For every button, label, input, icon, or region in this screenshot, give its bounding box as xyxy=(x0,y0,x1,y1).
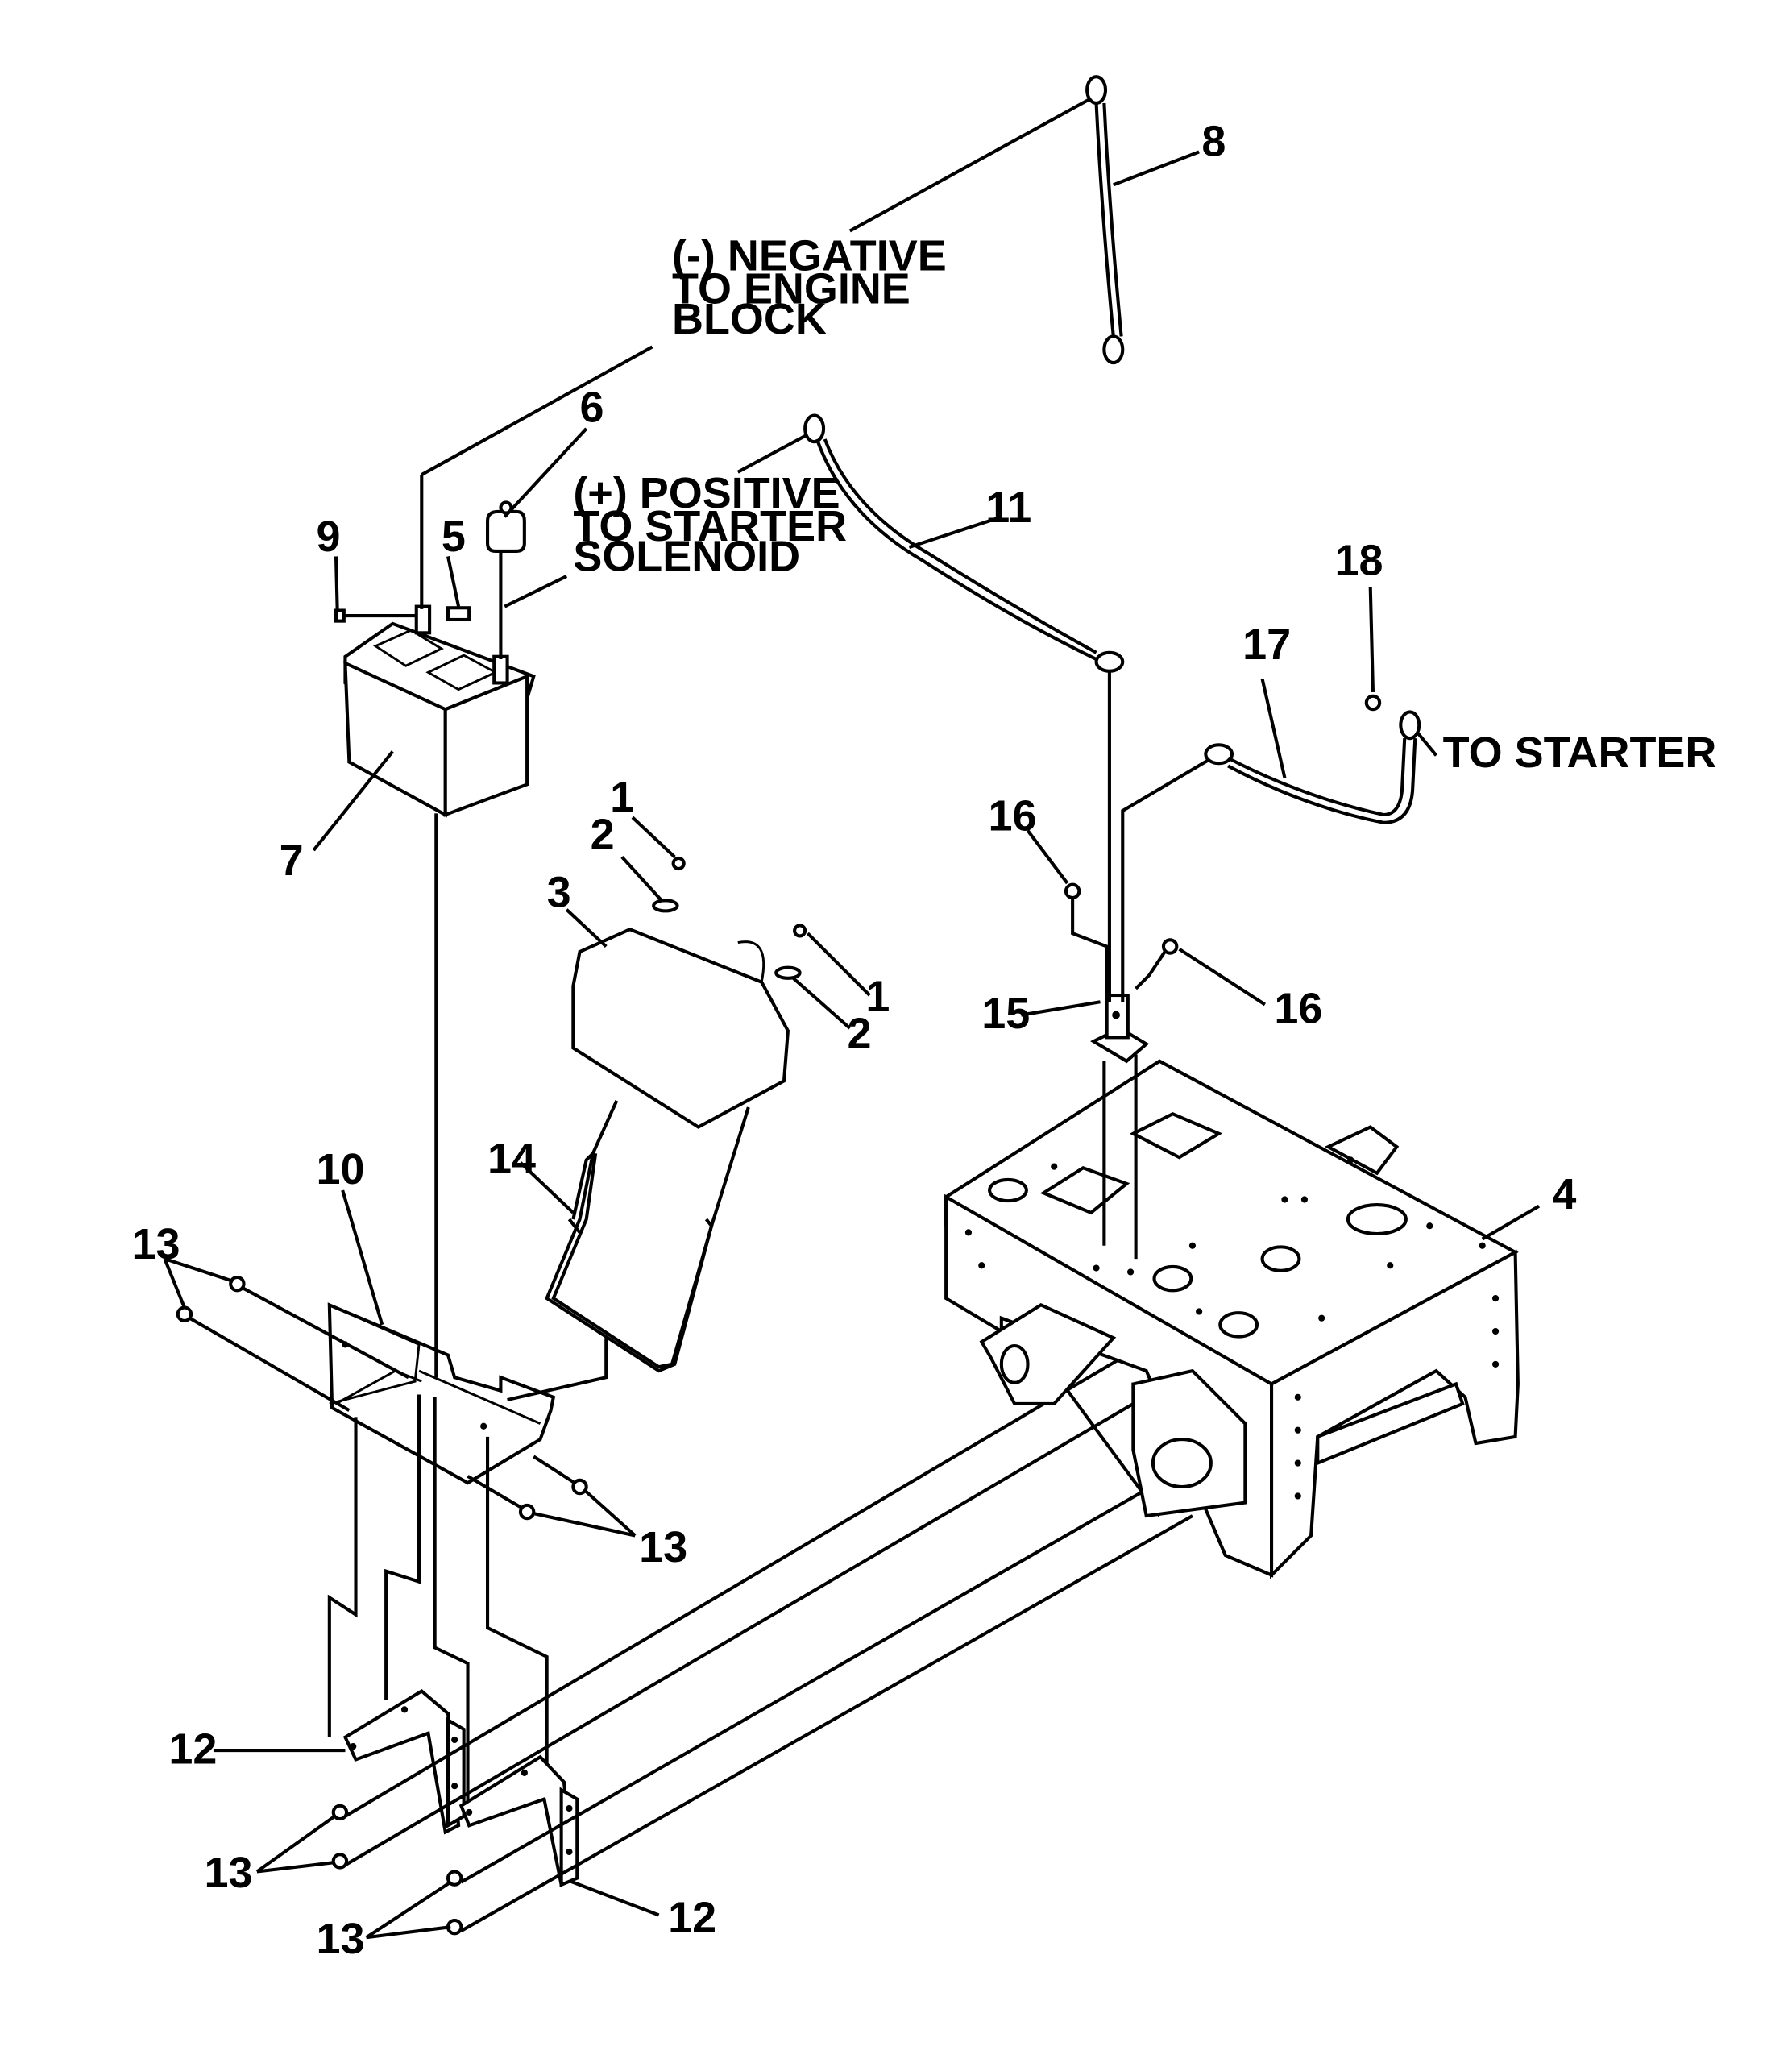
solenoid-nut xyxy=(1064,882,1179,1002)
mounting-bracket xyxy=(458,1754,579,1887)
callout-16: 16 xyxy=(1274,984,1322,1032)
battery xyxy=(343,604,536,818)
mounting-bracket xyxy=(342,1688,466,1835)
callout-12: 12 xyxy=(668,1894,716,1942)
frame xyxy=(944,1059,1520,1579)
cable-nut xyxy=(1364,694,1382,712)
callout-13: 13 xyxy=(132,1220,180,1268)
callout-9: 9 xyxy=(316,513,340,561)
callout-2: 2 xyxy=(591,811,615,859)
callout-17: 17 xyxy=(1242,621,1291,669)
callout-5: 5 xyxy=(442,513,466,561)
callout-12: 12 xyxy=(168,1725,217,1773)
callout-2: 2 xyxy=(847,1009,871,1057)
hold-down-rod xyxy=(551,1152,714,1369)
callout-14: 14 xyxy=(487,1135,536,1183)
negative-note-line-1: (-) NEGATIVE xyxy=(672,232,947,280)
callout-13: 13 xyxy=(639,1523,687,1571)
callout-6: 6 xyxy=(580,384,604,432)
to-starter-note: TO STARTER xyxy=(1443,728,1717,777)
callout-1: 1 xyxy=(610,774,634,822)
starter-solenoid xyxy=(1090,993,1150,1260)
positive-note-line-2: TO STARTER xyxy=(573,502,847,550)
callout-13: 13 xyxy=(316,1915,364,1963)
battery-terminal-nut xyxy=(446,606,471,622)
battery-terminal-bolt xyxy=(334,608,417,623)
callout-1: 1 xyxy=(865,973,890,1021)
negative-note-line-3: BLOCK xyxy=(672,295,827,343)
callout-4: 4 xyxy=(1552,1170,1576,1218)
callout-18: 18 xyxy=(1335,536,1383,584)
nut xyxy=(671,856,807,938)
assembly-lines xyxy=(189,1286,576,1509)
callout-8: 8 xyxy=(1201,117,1226,165)
positive-note-line-3: SOLENOID xyxy=(573,532,800,580)
battery-tray xyxy=(327,1302,556,1485)
battery-hold-down xyxy=(545,928,790,1373)
callout-15: 15 xyxy=(981,990,1030,1038)
washer xyxy=(652,899,802,980)
callout-13: 13 xyxy=(204,1849,252,1897)
leader-lines xyxy=(163,150,1541,1940)
callout-10: 10 xyxy=(316,1145,364,1193)
starter-cable xyxy=(1121,710,1421,1002)
callout-3: 3 xyxy=(547,868,571,916)
callout-7: 7 xyxy=(280,836,304,885)
flange-nut xyxy=(176,1275,588,1936)
negative-note-line-2: TO ENGINE xyxy=(672,265,911,313)
positive-note-line-1: (+) POSITIVE xyxy=(573,469,840,517)
callout-11: 11 xyxy=(985,484,1031,532)
terminal-cover xyxy=(486,500,526,660)
positive-cable xyxy=(736,413,1125,1002)
callout-16: 16 xyxy=(988,792,1036,841)
ground-cable xyxy=(848,75,1125,365)
